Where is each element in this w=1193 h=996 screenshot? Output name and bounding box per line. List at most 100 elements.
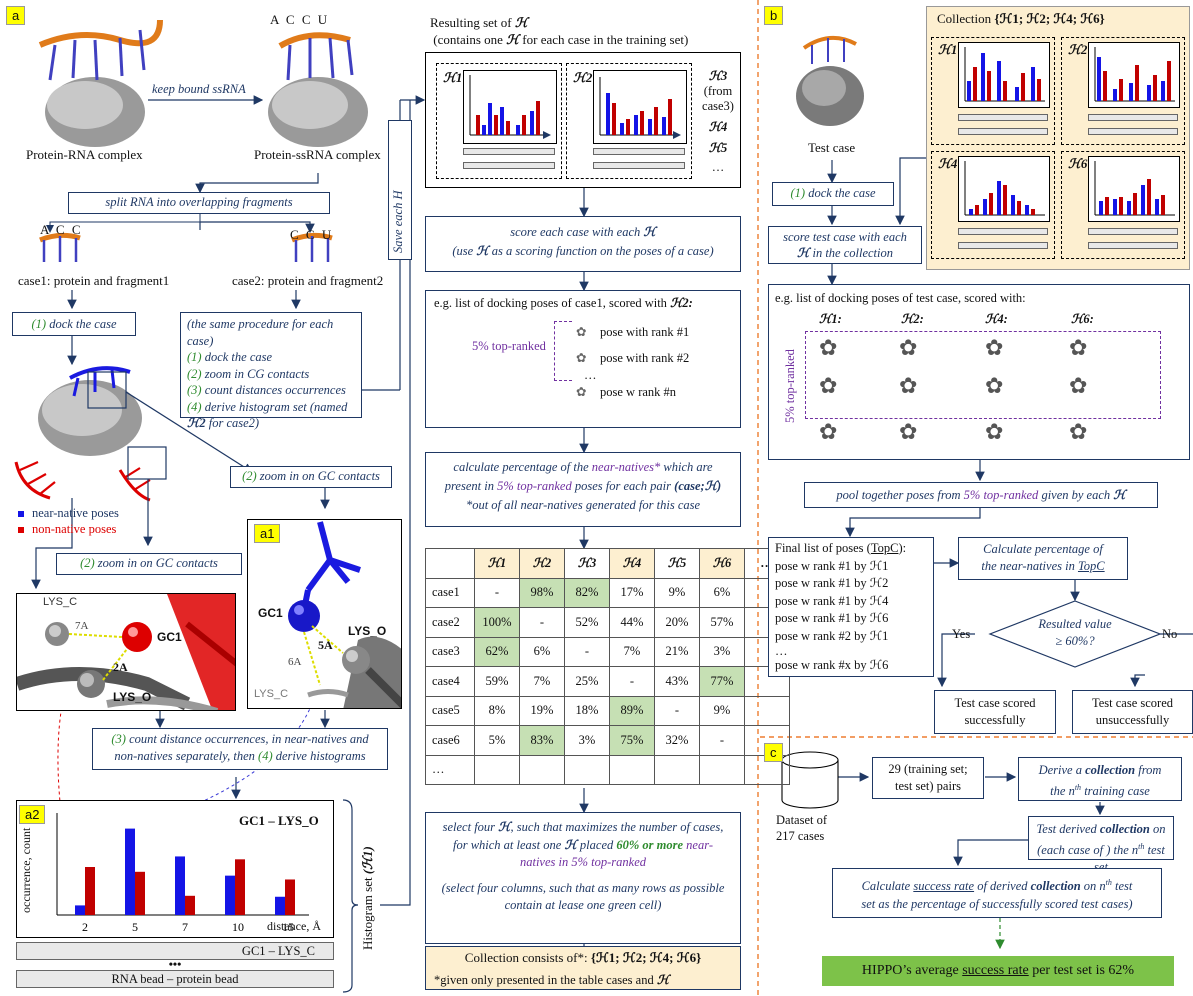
histogram-bar xyxy=(125,828,135,915)
a1-gc1-label: GC1 xyxy=(258,606,283,620)
x-tick-label: 7 xyxy=(182,920,188,934)
pose-icon: ✿ xyxy=(576,325,587,339)
no-label: No xyxy=(1162,627,1178,641)
histogram-set-label: Histogram set (ℋ1) xyxy=(360,846,375,950)
dataset-cylinder-icon xyxy=(781,751,839,809)
fragment1-letters: A C C xyxy=(40,222,83,237)
histogram-bar xyxy=(75,905,85,915)
pose-icon: ✿ xyxy=(576,351,587,365)
h1-card: ℋ1 xyxy=(436,63,562,179)
zoom-box-2 xyxy=(127,446,167,480)
collection-bar-line xyxy=(958,128,1048,135)
x-tick-label: 15 xyxy=(282,920,294,934)
table-corner xyxy=(425,548,475,579)
x-tick-label: 5 xyxy=(132,920,138,934)
case1-poses-box: e.g. list of docking poses of case1, sco… xyxy=(425,290,741,428)
table-cell: 3% xyxy=(564,725,610,756)
select-four-step: select four ℋ, such that maximizes the n… xyxy=(425,812,741,944)
pose-icon: ✿ xyxy=(819,419,838,444)
histogram-bar xyxy=(135,871,145,915)
table-cell: - xyxy=(474,577,520,608)
collection-card: ℋ4 xyxy=(931,151,1055,259)
table-col-header: ℋ4 xyxy=(609,548,655,579)
table-cell: 77% xyxy=(699,666,745,697)
test-poses-title: e.g. list of docking poses of test case,… xyxy=(775,291,1026,305)
panel-a-badge: a xyxy=(6,6,26,25)
h2-mini-chart xyxy=(593,70,687,144)
success-rate-step: Calculate success rate of derived collec… xyxy=(832,868,1162,918)
h-more-list: ℋ3 (from case3) ℋ4 ℋ5 … xyxy=(702,69,734,174)
score-test-case-step: score test case with each ℋ in the colle… xyxy=(768,226,922,264)
table-cell: 83% xyxy=(519,725,565,756)
test-case-label: Test case xyxy=(808,140,856,155)
case1-label: case1: protein and fragment1 xyxy=(18,273,170,288)
chart-x-label: distance, Å xyxy=(267,919,321,933)
table-cell: 7% xyxy=(609,636,655,667)
table-cell xyxy=(699,754,745,785)
pairs-box: 29 (training set;test set) pairs xyxy=(872,757,984,799)
case1-top5-label: 5% top-ranked xyxy=(472,339,546,353)
table-cell: 98% xyxy=(519,577,565,608)
table-col-header: ℋ3 xyxy=(564,548,610,579)
final-pose-item: pose w rank #2 by ℋ1 xyxy=(775,628,889,643)
pose-icon: ✿ xyxy=(899,373,918,398)
histogram-bar xyxy=(85,867,95,915)
pose-icon: ✿ xyxy=(899,419,918,444)
protein-ssrna-complex-icon xyxy=(268,32,368,147)
protein-rna-complex-icon xyxy=(38,19,163,147)
table-row-label: … xyxy=(425,754,475,785)
pool-together-step: pool together poses from 5% top-ranked g… xyxy=(804,482,1158,508)
a1-zoom-panel: a1 GC1 5A LYS_O 6A LYS_C xyxy=(247,519,402,709)
table-cell: 6% xyxy=(699,577,745,608)
table-cell: 25% xyxy=(564,666,610,697)
table-row-label: case6 xyxy=(425,725,475,756)
h1-card-label: ℋ1 xyxy=(443,70,463,85)
table-cell xyxy=(474,754,520,785)
final-pose-item: pose w rank #x by ℋ6 xyxy=(775,658,889,672)
dist-7a-label: 7A xyxy=(75,620,89,632)
score-each-step: score each case with each ℋ (use ℋ as a … xyxy=(425,216,741,272)
table-row-label: case4 xyxy=(425,666,475,697)
h2-card-label: ℋ2 xyxy=(573,70,593,85)
table-cell: 6% xyxy=(519,636,565,667)
lys-o-label: LYS_O xyxy=(113,690,152,704)
table-cell xyxy=(519,754,565,785)
chart-title: GC1 – LYS_O xyxy=(239,813,319,828)
table-cell xyxy=(609,754,655,785)
case1-poses-title: e.g. list of docking poses of case1, sco… xyxy=(434,296,693,310)
calc-percentage-step: calculate percentage of the near-natives… xyxy=(425,452,741,527)
histogram-more-dots: ••• xyxy=(168,957,182,971)
resulting-set-title: Resulting set of ℋ (contains one ℋ for e… xyxy=(430,15,689,47)
gc1-label: GC1 xyxy=(157,630,182,644)
table-cell: 17% xyxy=(609,577,655,608)
h2-bar-line xyxy=(593,148,685,155)
table-cell: 62% xyxy=(474,636,520,667)
zoom-box-1 xyxy=(87,371,127,409)
zoom-step-left: (2) zoom in on GC contacts xyxy=(56,553,242,575)
h2-card: ℋ2 xyxy=(566,63,692,179)
protein-rna-complex-label: Protein-RNA complex xyxy=(26,147,143,162)
histogram-bar xyxy=(275,896,285,915)
table-row-label: case2 xyxy=(425,607,475,638)
a1-dist-6a-label: 6A xyxy=(288,656,302,668)
a1-lys-o-label: LYS_O xyxy=(348,624,387,638)
legend: near-native poses non-native poses xyxy=(18,506,119,537)
table-cell: 21% xyxy=(654,636,700,667)
test-collection-step: Test derived collection on (each case of… xyxy=(1028,816,1174,874)
test-top5-frame xyxy=(805,331,1161,419)
final-pose-item: pose w rank #1 by ℋ1 xyxy=(775,558,889,573)
histogram-rna-protein-bead: RNA bead – protein bead xyxy=(16,970,334,988)
case2-label: case2: protein and fragment2 xyxy=(232,273,384,288)
final-pose-item: pose w rank #1 by ℋ6 xyxy=(775,611,889,625)
decision-diamond xyxy=(988,600,1162,668)
table-cell: 9% xyxy=(654,577,700,608)
a1-dist-5a-label: 5A xyxy=(318,638,333,652)
table-cell: 5% xyxy=(474,725,520,756)
table-col-header: ℋ6 xyxy=(699,548,745,579)
collection-card: ℋ2 xyxy=(1061,37,1185,145)
